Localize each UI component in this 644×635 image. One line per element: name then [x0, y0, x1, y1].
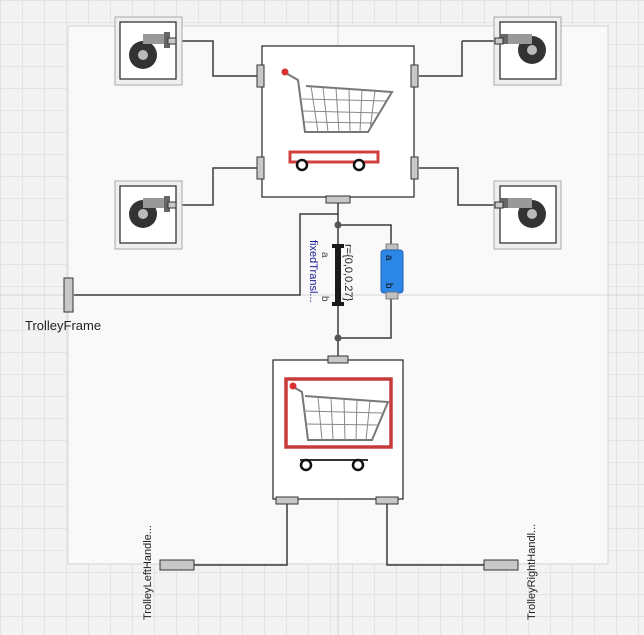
- body-port-b: b: [383, 283, 394, 289]
- trolley-frame-label: TrolleyFrame: [25, 318, 101, 333]
- junction-node-top: [334, 221, 342, 229]
- wheel-front-left[interactable]: [114, 16, 183, 86]
- fixed-translation-name: fixedTransl...: [307, 240, 319, 303]
- fixed-translation-port-b: b: [319, 296, 330, 302]
- caster-wheel-icon: [500, 198, 546, 228]
- fixed-translation-port-a: a: [319, 252, 330, 258]
- wheel-front-right[interactable]: [493, 16, 562, 86]
- caster-wheel-icon: [129, 32, 170, 69]
- body-port-a: a: [383, 255, 394, 261]
- connector-ports[interactable]: [63, 37, 519, 571]
- fixed-translation-block[interactable]: [332, 244, 344, 306]
- cylinder-body-icon[interactable]: [380, 243, 404, 300]
- right-handle-label: TrolleyRightHandl...: [526, 524, 538, 620]
- wheel-rear-left[interactable]: [114, 180, 183, 250]
- shopping-cart-icon: [281, 68, 394, 172]
- left-handle-label: TrolleyLeftHandle...: [142, 525, 154, 620]
- fixed-translation-params: r={0,0,0.27}: [342, 244, 354, 302]
- caster-wheel-icon: [129, 196, 170, 228]
- caster-wheel-icon: [500, 34, 546, 64]
- trolley-handle-block[interactable]: [272, 359, 404, 500]
- junction-node-bottom: [334, 334, 342, 342]
- trolley-frame-block[interactable]: [261, 45, 415, 198]
- shopping-cart-icon-lower: [284, 377, 393, 472]
- wheel-rear-right[interactable]: [493, 180, 562, 250]
